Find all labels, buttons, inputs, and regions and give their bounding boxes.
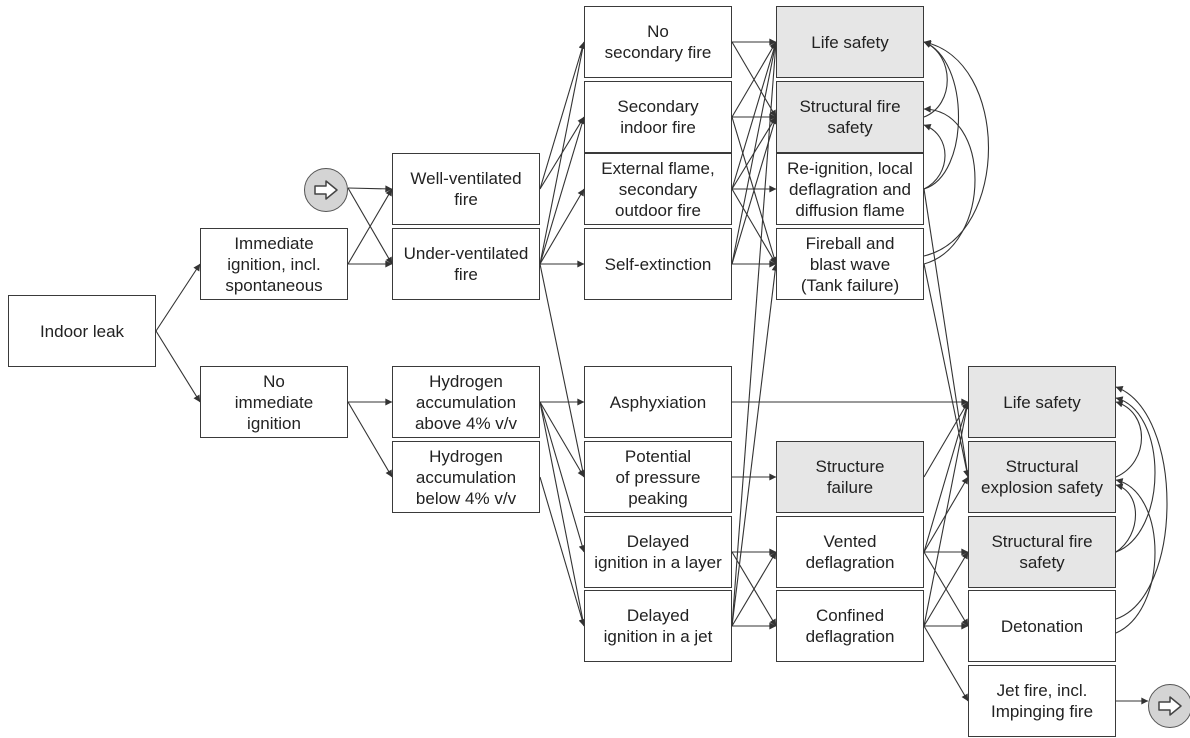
connector-arrow [539, 41, 586, 190]
connector-arrow [347, 185, 393, 193]
connector-arrow [923, 401, 969, 478]
feedback-curve-arrow [923, 39, 989, 257]
node-vented-deflagration: Vented deflagration [776, 516, 924, 588]
node-structural-fire-safety-2: Structural fire safety [968, 516, 1116, 588]
feedback-curve-arrow [1115, 483, 1136, 553]
connector-arrow [539, 401, 587, 627]
node-structure-failure: Structure failure [776, 441, 924, 513]
node-pressure-peaking: Potential of pressure peaking [584, 441, 732, 513]
feedback-curve-arrow [923, 123, 946, 190]
node-self-extinction: Self-extinction [584, 228, 732, 300]
connector-arrow [923, 401, 971, 627]
feedback-curve-arrow [1115, 478, 1156, 634]
connector-arrow [539, 476, 586, 627]
connector-arrow [155, 330, 201, 403]
node-detonation: Detonation [968, 590, 1116, 662]
feedback-curve-arrow [1115, 400, 1143, 478]
connector-arrow [539, 188, 585, 265]
connector-arrow [923, 551, 969, 627]
connector-arrow [731, 41, 777, 118]
connector-arrow [539, 116, 586, 265]
connector-arrow [923, 188, 971, 478]
connector-arrow [155, 263, 201, 332]
feedback-curve-arrow [1115, 396, 1156, 553]
node-external-flame: External flame, secondary outdoor fire [584, 153, 732, 225]
connector-arrow [731, 263, 779, 627]
node-fireball: Fireball and blast wave (Tank failure) [776, 228, 924, 300]
node-no-immediate-ignition: No immediate ignition [200, 366, 348, 438]
connector-arrow [923, 263, 971, 478]
node-delayed-ignition-jet: Delayed ignition in a jet [584, 590, 732, 662]
node-reignition: Re-ignition, local deflagration and diff… [776, 153, 924, 225]
node-structural-fire-safety-1: Structural fire safety [776, 81, 924, 153]
node-secondary-indoor-fire: Secondary indoor fire [584, 81, 732, 153]
feedback-curve-arrow [923, 41, 948, 118]
feedback-curve-arrow [1115, 386, 1168, 620]
node-life-safety-1: Life safety [776, 6, 924, 78]
node-well-ventilated-fire: Well-ventilated fire [392, 153, 540, 225]
connector-arrow [347, 401, 393, 478]
connector-arrow [731, 41, 779, 265]
node-jet-fire: Jet fire, incl. Impinging fire [968, 665, 1116, 737]
connector-arrow [347, 187, 393, 265]
node-life-safety-2: Life safety [968, 366, 1116, 438]
node-confined-deflagration: Confined deflagration [776, 590, 924, 662]
node-delayed-ignition-layer: Delayed ignition in a layer [584, 516, 732, 588]
start-arrow-icon [304, 168, 348, 212]
connector-arrow [731, 41, 778, 190]
node-hydrogen-above: Hydrogen accumulation above 4% v/v [392, 366, 540, 438]
connector-arrow [923, 401, 970, 553]
node-hydrogen-below: Hydrogen accumulation below 4% v/v [392, 441, 540, 513]
feedback-curve-arrow [923, 105, 976, 265]
connector-arrow [539, 401, 585, 478]
connector-arrow [731, 188, 777, 265]
connector-arrow [539, 41, 587, 265]
connector-arrow [539, 263, 587, 478]
node-no-secondary-fire: No secondary fire [584, 6, 732, 78]
node-asphyxiation: Asphyxiation [584, 366, 732, 438]
node-immediate-ignition: Immediate ignition, incl. spontaneous [200, 228, 348, 300]
connector-arrow [731, 41, 779, 627]
connector-arrow [539, 401, 586, 553]
end-arrow-icon [1148, 684, 1190, 728]
node-under-ventilated-fire: Under-ventilated fire [392, 228, 540, 300]
connector-arrow [923, 625, 969, 702]
feedback-curve-arrow [923, 41, 959, 190]
connector-arrow [731, 551, 777, 627]
node-structural-explosion-safety: Structural explosion safety [968, 441, 1116, 513]
node-indoor-leak: Indoor leak [8, 295, 156, 367]
